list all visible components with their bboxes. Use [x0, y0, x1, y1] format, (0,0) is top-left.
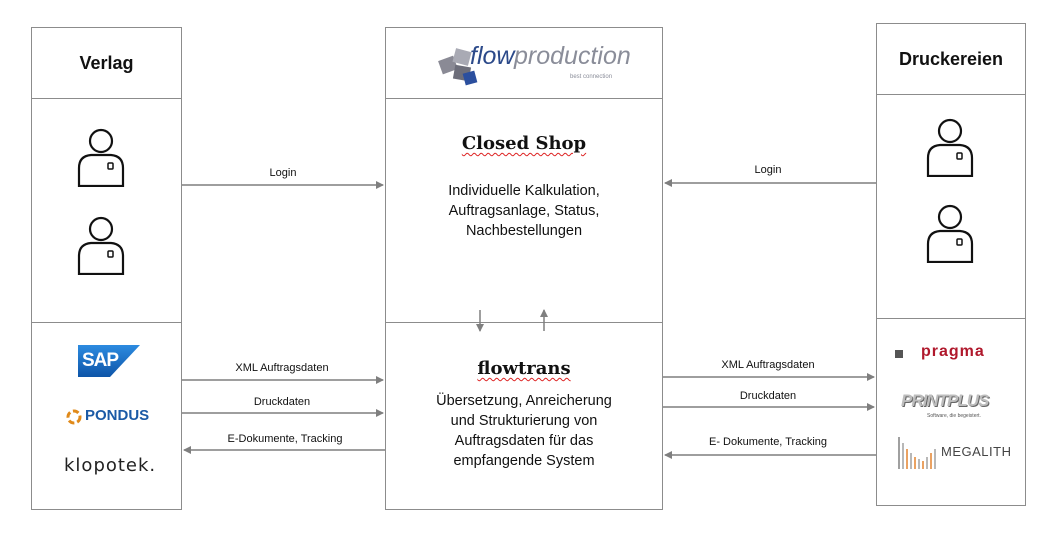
flowtrans-box: flowtrans Übersetzung, Anreicherung und …	[385, 322, 663, 510]
flowtrans-desc-line: Übersetzung, Anreicherung	[436, 393, 612, 409]
druck-left-label: Druckdaten	[253, 396, 311, 408]
druckereien-users-box	[876, 94, 1026, 319]
megalith-logo-text: MEGALITH	[941, 444, 1012, 459]
pragma-square-icon	[895, 350, 903, 358]
flowproduction-header: flow production best connection	[385, 27, 663, 99]
flowproduction-tagline: best connection	[570, 74, 613, 80]
druck-right-label: Druckdaten	[739, 390, 797, 402]
edok-left-label: E-Dokumente, Tracking	[227, 433, 343, 445]
klopotek-logo: klopotek.	[64, 455, 157, 476]
flowtrans-desc-line: empfangende System	[453, 453, 595, 469]
verlag-systems-box: SAP PONDUS klopotek.	[31, 322, 182, 510]
flowproduction-logo-flow: flow	[470, 42, 515, 70]
megalith-logo: MEGALITH	[897, 433, 1021, 473]
pragma-logo: pragma	[895, 343, 1015, 363]
user-icon	[77, 128, 125, 187]
pondus-logo-text: PONDUS	[85, 407, 150, 424]
flowproduction-logo-production: production	[514, 42, 631, 70]
pragma-logo-text: pragma	[921, 343, 985, 360]
sap-logo-text: SAP	[82, 350, 119, 371]
druckereien-title: Druckereien	[898, 48, 1004, 69]
verlag-users-box	[31, 98, 182, 323]
edok-right-label: E- Dokumente, Tracking	[709, 436, 827, 448]
printplus-logo-text: PRINTPLUS	[901, 391, 989, 410]
closed-shop-desc-line: Nachbestellungen	[465, 223, 583, 239]
puzzle-icon	[438, 48, 478, 86]
closed-shop-desc-line: Individuelle Kalkulation,	[448, 183, 600, 199]
verlag-title: Verlag	[79, 52, 134, 73]
login-right-label: Login	[754, 164, 782, 176]
user-icon	[77, 216, 125, 275]
printplus-tagline: Software, die begeistert.	[927, 413, 981, 419]
printplus-logo: PRINTPLUS Software, die begeistert.	[901, 391, 1011, 423]
user-icon	[926, 118, 974, 177]
xml-left-label: XML Auftragsdaten	[235, 362, 329, 374]
verlag-header: Verlag	[31, 27, 182, 99]
pondus-mark-icon	[66, 409, 82, 425]
user-icon	[926, 204, 974, 263]
closed-shop-title: Closed Shop	[461, 133, 587, 154]
druckereien-systems-box: pragma PRINTPLUS Software, die begeister…	[876, 318, 1026, 506]
flowtrans-desc-line: Auftragsdaten für das	[454, 433, 594, 449]
druckereien-header: Druckereien	[876, 23, 1026, 95]
pondus-logo: PONDUS	[65, 407, 175, 427]
xml-right-label: XML Auftragsdaten	[721, 359, 815, 371]
sap-logo: SAP	[78, 345, 140, 377]
closed-shop-desc-line: Auftragsanlage, Status,	[448, 203, 600, 219]
closed-shop-box: Closed Shop Individuelle Kalkulation, Au…	[385, 98, 663, 323]
megalith-bars-icon	[898, 437, 936, 469]
login-left-label: Login	[269, 167, 297, 179]
flowtrans-desc-line: und Strukturierung von	[450, 413, 598, 429]
flowtrans-title: flowtrans	[477, 358, 571, 379]
